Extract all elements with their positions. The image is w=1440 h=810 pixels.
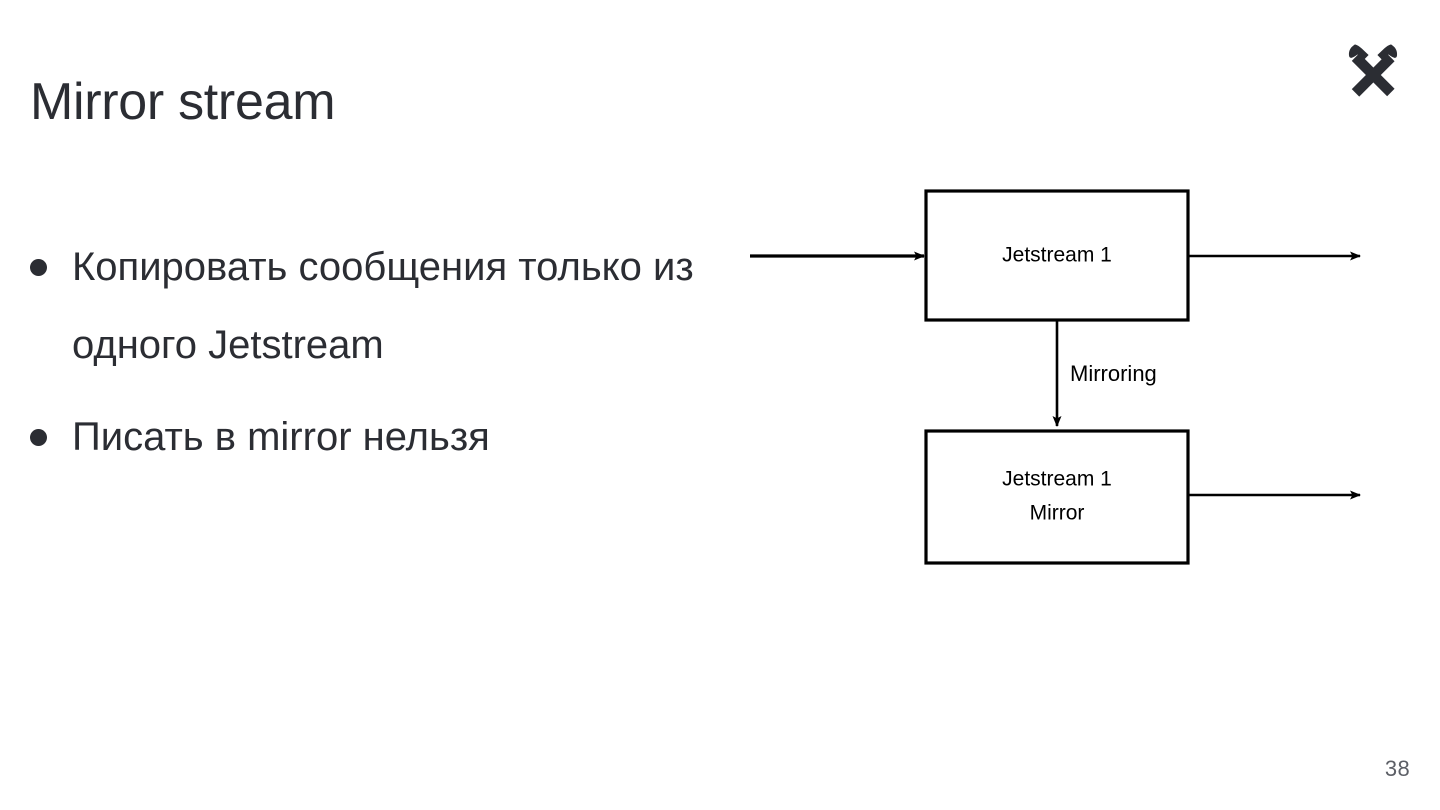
bullet-text: Писать в mirror нельзя — [72, 415, 490, 459]
mirror-stream-diagram: Jetstream 1 Mirroring Jetstream 1 Mirror — [730, 160, 1390, 590]
node-jetstream-1-mirror: Jetstream 1 Mirror — [924, 429, 1190, 565]
list-item: Писать в mirror нельзя — [24, 398, 724, 476]
bullet-dot-icon — [30, 429, 47, 446]
list-item: Копировать сообщения только из одного Je… — [24, 228, 724, 384]
edge-mirroring-label: Mirroring — [1070, 361, 1157, 386]
crossed-hammers-logo — [1343, 42, 1403, 100]
page-number: 38 — [1384, 756, 1410, 781]
bullet-list: Копировать сообщения только из одного Je… — [24, 228, 724, 476]
edge-mirroring: Mirroring — [1052, 320, 1157, 427]
bullet-dot-icon — [30, 259, 47, 276]
node-jetstream-1: Jetstream 1 — [924, 189, 1190, 322]
page-title: Mirror stream — [30, 72, 336, 131]
node-jetstream-1-label: Jetstream 1 — [1002, 244, 1112, 267]
bullet-text: Копировать сообщения только из одного Je… — [72, 245, 694, 367]
node-jetstream-1-mirror-label-line2: Mirror — [1030, 502, 1085, 525]
node-jetstream-1-mirror-label-line1: Jetstream 1 — [1002, 468, 1112, 491]
